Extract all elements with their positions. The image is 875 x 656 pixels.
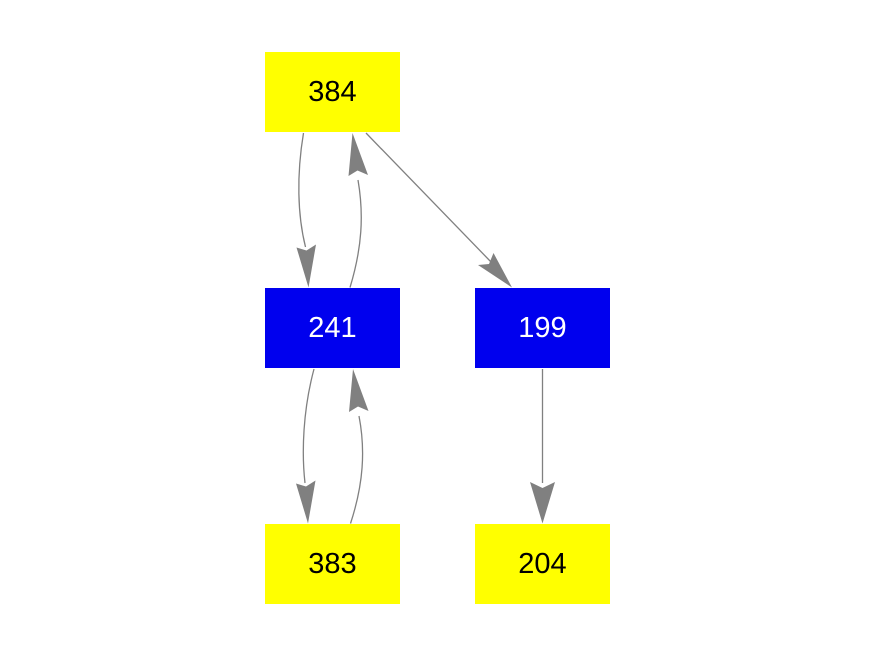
- edge-384-to-241-line: [298, 132, 307, 248]
- edge-384-to-199-arrowhead: [478, 253, 512, 288]
- node-384[interactable]: 384: [265, 52, 400, 132]
- edge-383-to-241-line: [349, 415, 364, 524]
- edge-241-to-384-arrowhead: [348, 133, 368, 176]
- edge-384-to-241: [296, 132, 316, 288]
- node-204[interactable]: 204: [475, 524, 610, 604]
- edge-383-to-241: [349, 369, 369, 524]
- node-384-label: 384: [308, 75, 357, 108]
- node-383[interactable]: 383: [265, 524, 400, 604]
- edge-384-to-199-line: [365, 132, 493, 264]
- edge-384-to-241-arrowhead: [296, 244, 316, 288]
- edge-241-to-384-line: [349, 179, 362, 288]
- node-241-label: 241: [308, 311, 357, 344]
- edge-199-to-204-arrowhead: [530, 482, 555, 524]
- node-204-label: 204: [518, 547, 567, 580]
- node-199[interactable]: 199: [475, 288, 610, 368]
- node-241[interactable]: 241: [265, 288, 400, 368]
- edge-241-to-383-line: [302, 368, 315, 484]
- edge-383-to-241-arrowhead: [349, 369, 369, 412]
- node-383-label: 383: [308, 547, 357, 580]
- edge-241-to-383-arrowhead: [296, 480, 316, 524]
- edge-241-to-383: [296, 368, 316, 524]
- edge-241-to-384: [348, 133, 368, 288]
- edge-384-to-199: [365, 132, 512, 288]
- node-199-label: 199: [518, 311, 567, 344]
- edge-199-to-204: [530, 369, 555, 524]
